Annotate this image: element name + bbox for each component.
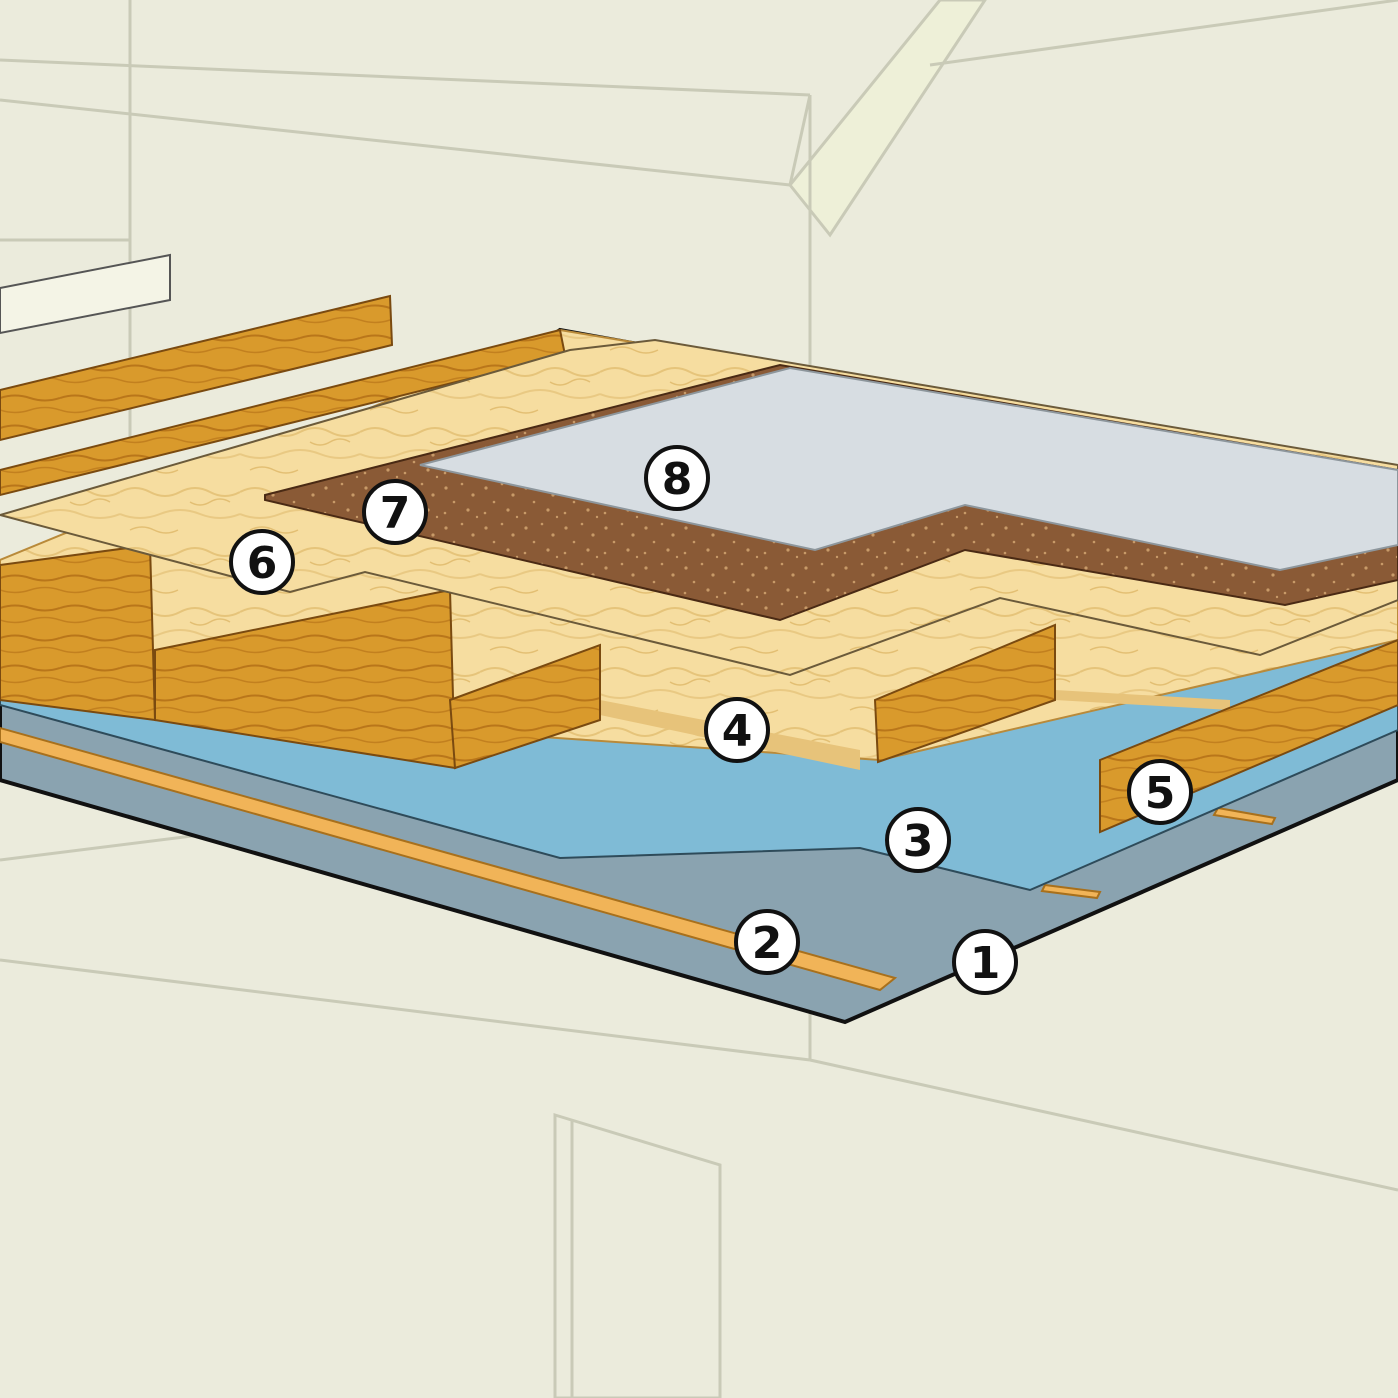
- marker-circle: [734, 909, 800, 975]
- joists: [0, 294, 1398, 834]
- marker-label: 2: [752, 918, 783, 969]
- marker-circle: [362, 479, 428, 545]
- marker-1: 1: [952, 929, 1018, 995]
- marker-label: 3: [903, 816, 934, 867]
- marker-label: 6: [247, 538, 278, 589]
- layer-markers: 1 2 3 4 5 6 7 8: [229, 445, 1193, 995]
- marker-3: 3: [885, 807, 951, 873]
- marker-7: 7: [362, 479, 428, 545]
- marker-circle: [952, 929, 1018, 995]
- marker-label: 1: [970, 938, 1001, 989]
- marker-circle: [1127, 759, 1193, 825]
- marker-8: 8: [644, 445, 710, 511]
- top-finish-layer: [419, 366, 1398, 572]
- marker-2: 2: [734, 909, 800, 975]
- marker-label: 7: [380, 488, 411, 539]
- marker-label: 5: [1145, 768, 1176, 819]
- marker-circle: [704, 697, 770, 763]
- marker-label: 8: [662, 454, 693, 505]
- marker-4: 4: [704, 697, 770, 763]
- marker-circle: [229, 529, 295, 595]
- thin-battens: [0, 726, 1277, 992]
- marker-circle: [885, 807, 951, 873]
- marker-circle: [644, 445, 710, 511]
- marker-label: 4: [722, 706, 753, 757]
- marker-5: 5: [1127, 759, 1193, 825]
- marker-6: 6: [229, 529, 295, 595]
